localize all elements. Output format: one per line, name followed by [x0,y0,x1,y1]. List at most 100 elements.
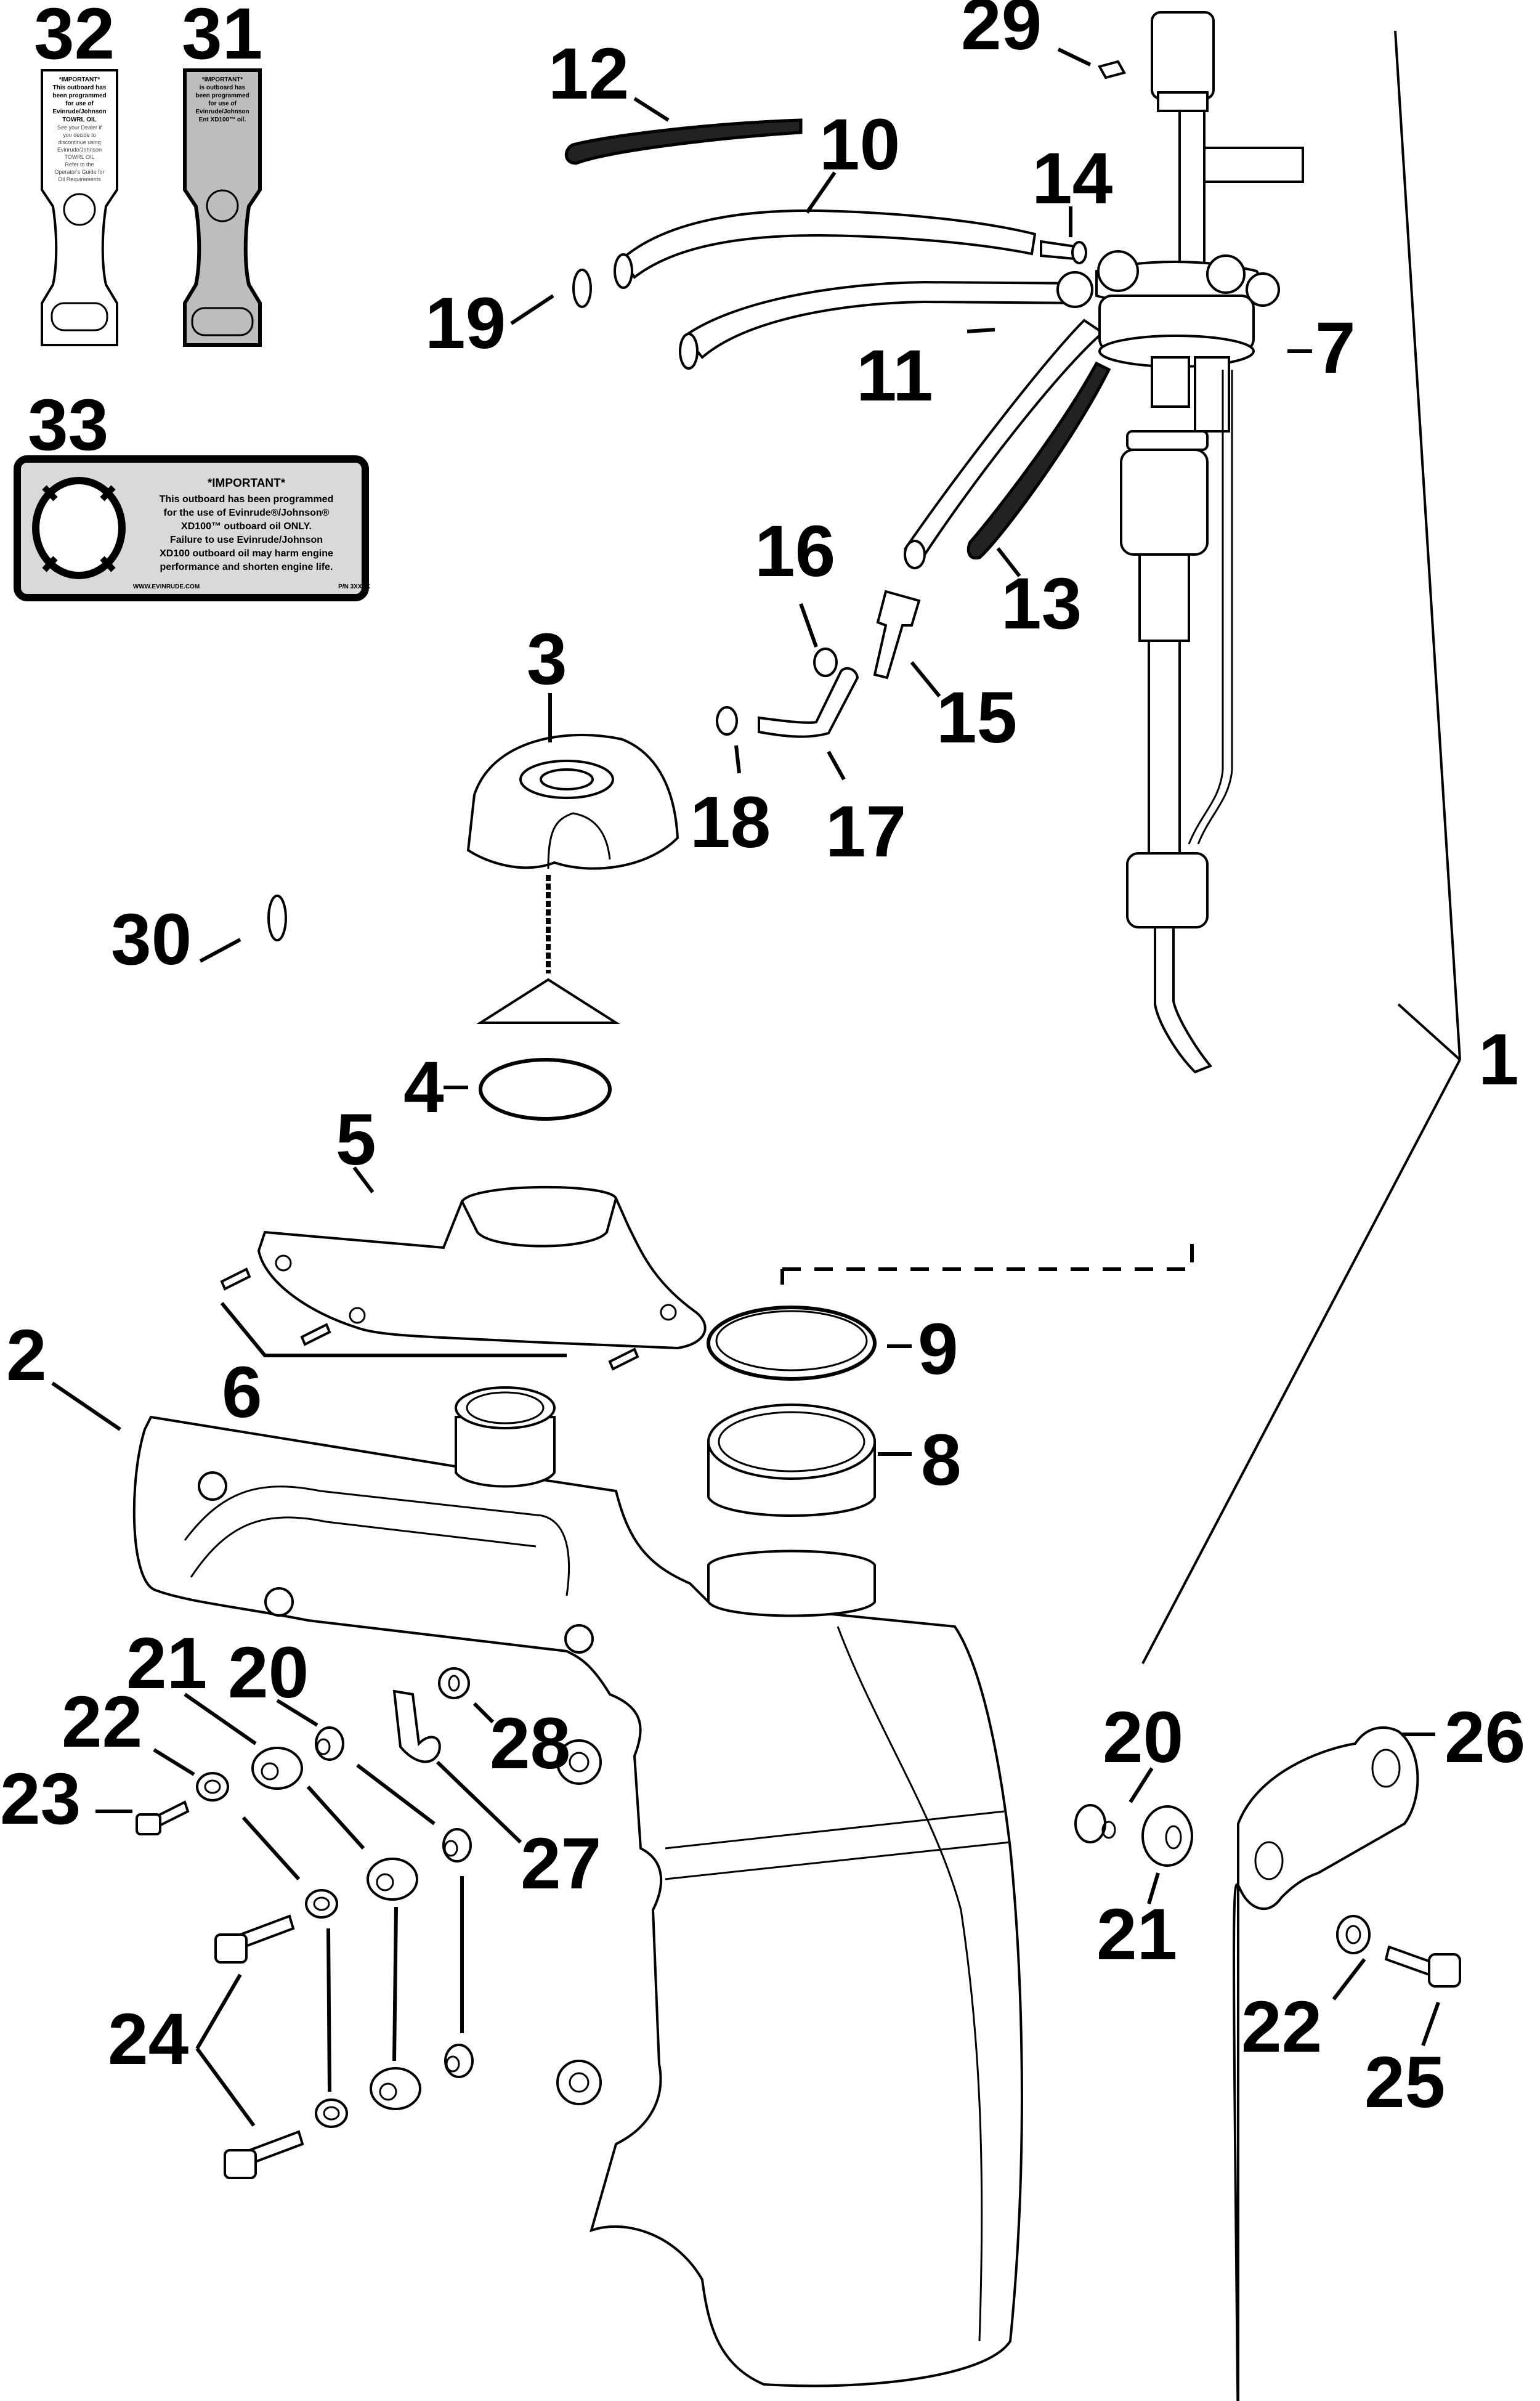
decal-33-footer-left: WWW.EVINRUDE.COM [133,583,200,590]
screws-6-bracket-line [220,1302,567,1357]
decal-32-text-line: for use of [65,100,94,107]
callout-28: 28 [490,1703,570,1784]
decal-31-text-line: Ent XD100™ oil. [199,116,246,123]
callout-20a: 20 [228,1632,309,1713]
callout-21a: 21 [126,1623,207,1704]
callout-22b: 22 [1241,1986,1322,2068]
decal-32-text-line: See your Dealer if [57,124,102,131]
j-clamp-27 [392,1689,441,1763]
bushing-20c [444,2044,474,2078]
callout-4: 4 [403,1047,444,1128]
bracket-26 [1233,1726,1419,2401]
callout-10: 10 [819,104,900,185]
decal-31-text-line: Evinrude/Johnson [195,108,249,115]
callout-9: 9 [918,1309,958,1390]
callout-18: 18 [690,782,771,863]
decal-33-text-line: for the use of Evinrude®/Johnson® [164,508,330,518]
pump-sender-assembly-7 [1056,11,1304,1074]
decal-32-text-line: you decide to [63,132,96,138]
filter-cup-8 [707,1404,876,1517]
hardware-left [136,1667,474,2179]
callout-31: 31 [182,0,262,75]
clamp-18 [716,706,738,736]
elbow-hose-17 [758,667,859,738]
callout-19: 19 [425,283,506,364]
decal-32-text-line: Evinrude/Johnson [52,108,106,115]
decal-31-text-line: for use of [208,100,237,107]
bushing-20b [442,1828,472,1863]
callout-13: 13 [1001,563,1082,644]
washer-22c [315,2098,348,2128]
callout-25: 25 [1364,2042,1445,2123]
callout-5: 5 [336,1099,376,1180]
decal-33-text-line: This outboard has been programmed [160,494,334,505]
clip-29 [1098,60,1126,79]
sleeve-13 [967,361,1111,560]
decal-32-text-line: TOWRL OIL [62,116,97,123]
bushing-20a [315,1726,344,1761]
callout-14: 14 [1032,138,1112,219]
decal-32-text-line: Refer to the [65,161,94,168]
grommet-21b [367,1858,418,1901]
screw-24a [214,1914,295,1964]
screw-24b [224,2130,304,2179]
grommet-21c [370,2067,421,2110]
callout-21b: 21 [1096,1894,1177,1975]
callout-17: 17 [825,791,906,872]
decal-31-text-line: been programmed [195,92,249,99]
callout-11: 11 [856,335,933,416]
hose-10 [614,209,1037,289]
cover-plate-5 [220,1185,707,1371]
callout-12: 12 [548,33,629,115]
dashed-connector [782,1241,1194,1271]
callout-8: 8 [921,1420,962,1501]
callout-20b: 20 [1103,1697,1183,1778]
hose-11 [679,280,1105,569]
bushing-20d [1074,1804,1116,1843]
callout-6: 6 [222,1352,262,1433]
fill-cap-3 [466,733,679,1024]
decal-33-text-line: XD100™ outboard oil ONLY. [181,521,312,532]
washer-22d [1336,1915,1371,1954]
callout-32: 32 [34,0,115,75]
o-ring-4 [479,1058,612,1121]
callout-2: 2 [6,1315,47,1396]
callout-26: 26 [1445,1697,1525,1778]
decal-33-text-line: XD100 outboard oil may harm engine [160,548,333,559]
grommet-21a [251,1747,303,1790]
decal-32-text-line: Operator's Guide for [54,169,104,175]
callout-7: 7 [1315,307,1356,389]
seal-ring-9 [707,1306,877,1381]
washer-22a [196,1772,229,1802]
clamp-30 [267,895,287,941]
decal-33-heading: *IMPORTANT* [208,477,286,490]
fitting-15 [873,590,921,680]
callout-3: 3 [527,619,567,700]
callout-30: 30 [111,899,192,980]
callout-16: 16 [755,511,835,592]
leader-lines [51,30,1461,2127]
clamp-16 [813,648,838,677]
callout-1: 1 [1478,1019,1519,1100]
callout-24: 24 [108,1999,188,2080]
callout-labels: 32 31 33 29 12 10 14 19 7 11 13 16 15 18… [0,0,1525,2123]
callout-22a: 22 [62,1681,142,1763]
decal-32-text-line: been programmed [52,92,106,99]
callout-15: 15 [936,677,1017,758]
decal-32-text-line: *IMPORTANT* [59,76,100,83]
screw-25 [1384,1945,1461,1988]
decal-33-footer-right: P/N 3XXXX [338,583,370,590]
oil-tank-2 [132,1386,1023,2387]
sleeve-12 [564,118,803,165]
callout-33: 33 [28,384,108,466]
decal-32-text-line: TOWRL OIL [64,154,94,160]
decal-33-text-line: performance and shorten engine life. [160,562,333,572]
connector-14 [1040,240,1087,264]
nut-28 [438,1667,470,1699]
decal-32-text-line: discontinue using [58,139,101,145]
callout-29: 29 [961,0,1042,65]
clamp-19 [572,269,592,308]
